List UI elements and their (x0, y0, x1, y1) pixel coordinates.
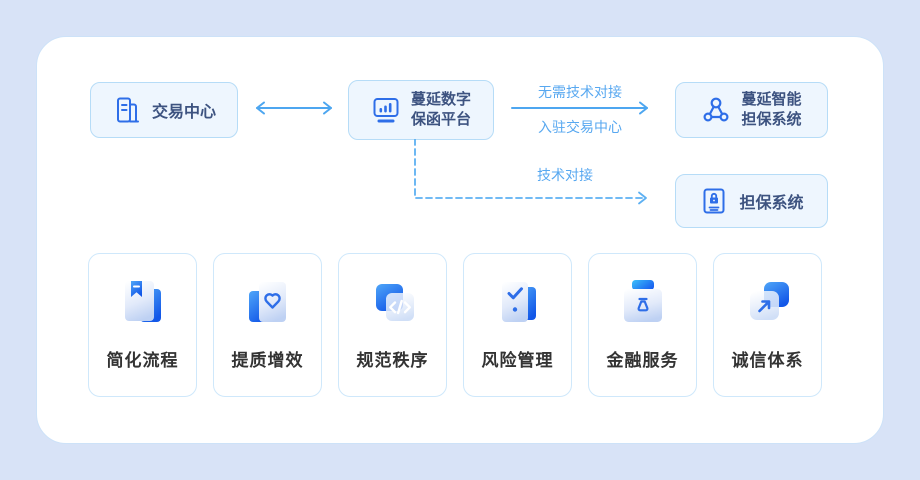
arrow-up-right-icon (749, 282, 789, 320)
dashed-arrow-connector (414, 139, 647, 205)
building-icon (116, 97, 139, 123)
node-guarantee-system: 担保系统 (675, 174, 828, 228)
feature-card-simplify-process: 简化流程 (88, 253, 197, 397)
feature-label: 风险管理 (481, 351, 554, 370)
lock-document-icon (703, 188, 725, 214)
edge-label-tech-integration: 技术对接 (537, 167, 593, 183)
feature-label: 金融服务 (606, 351, 679, 370)
chart-board-icon (373, 98, 399, 123)
node-digital-platform: 蔓延数字 保函平台 (348, 80, 494, 140)
node-trading-center: 交易中心 (90, 82, 238, 138)
node-label: 担保系统 (739, 195, 804, 212)
heart-card-icon (248, 282, 286, 322)
node-label: 交易中心 (151, 104, 216, 121)
bookmark-document-icon (124, 281, 161, 322)
feature-card-quality-efficiency: 提质增效 (213, 253, 322, 397)
double-arrow-connector (256, 101, 332, 115)
feature-card-risk-management: 风险管理 (463, 253, 572, 397)
edge-label-join-center: 入驻交易中心 (538, 119, 622, 135)
feature-card-standard-order: 规范秩序 (338, 253, 447, 397)
feature-label: 诚信体系 (731, 351, 804, 370)
briefcase-icon (623, 280, 662, 322)
check-card-icon (501, 282, 536, 322)
feature-card-financial-services: 金融服务 (588, 253, 697, 397)
network-nodes-icon (703, 97, 729, 122)
feature-card-integrity-system: 诚信体系 (713, 253, 822, 397)
feature-label: 简化流程 (106, 351, 179, 370)
node-label: 蔓延智能 担保系统 (741, 91, 802, 128)
node-smart-guarantee: 蔓延智能 担保系统 (675, 82, 828, 138)
feature-label: 规范秩序 (356, 351, 429, 370)
edge-label-no-integration: 无需技术对接 (538, 84, 622, 100)
solid-arrow-connector (511, 101, 648, 115)
node-label: 蔓延数字 保函平台 (410, 91, 471, 128)
code-brackets-icon (375, 284, 414, 321)
feature-label: 提质增效 (231, 351, 304, 370)
